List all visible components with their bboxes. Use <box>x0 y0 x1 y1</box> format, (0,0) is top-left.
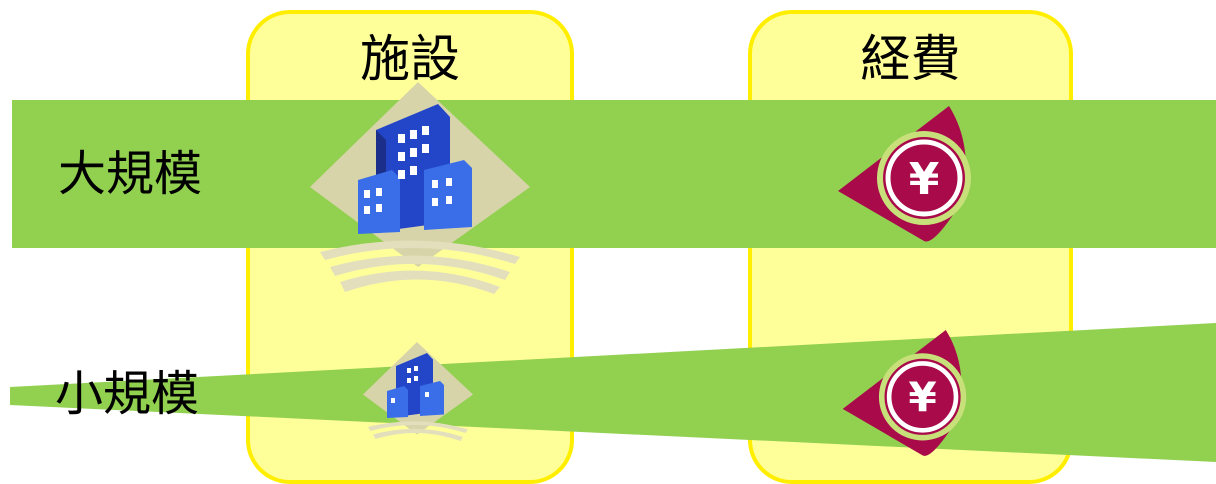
large-row-band <box>12 100 1216 248</box>
yen-coin-icon: ¥ <box>838 106 971 242</box>
yen-coin-icon-small: ¥ <box>842 330 967 456</box>
cost-column-title: 経費 <box>860 30 961 88</box>
svg-text:¥: ¥ <box>909 154 940 205</box>
building-icon <box>310 82 530 294</box>
building-icon-small <box>363 342 473 441</box>
small-row-label: 小規模 <box>55 366 200 422</box>
facility-column-title: 施設 <box>360 30 460 88</box>
large-row-label: 大規模 <box>58 146 203 202</box>
svg-text:¥: ¥ <box>908 374 936 422</box>
